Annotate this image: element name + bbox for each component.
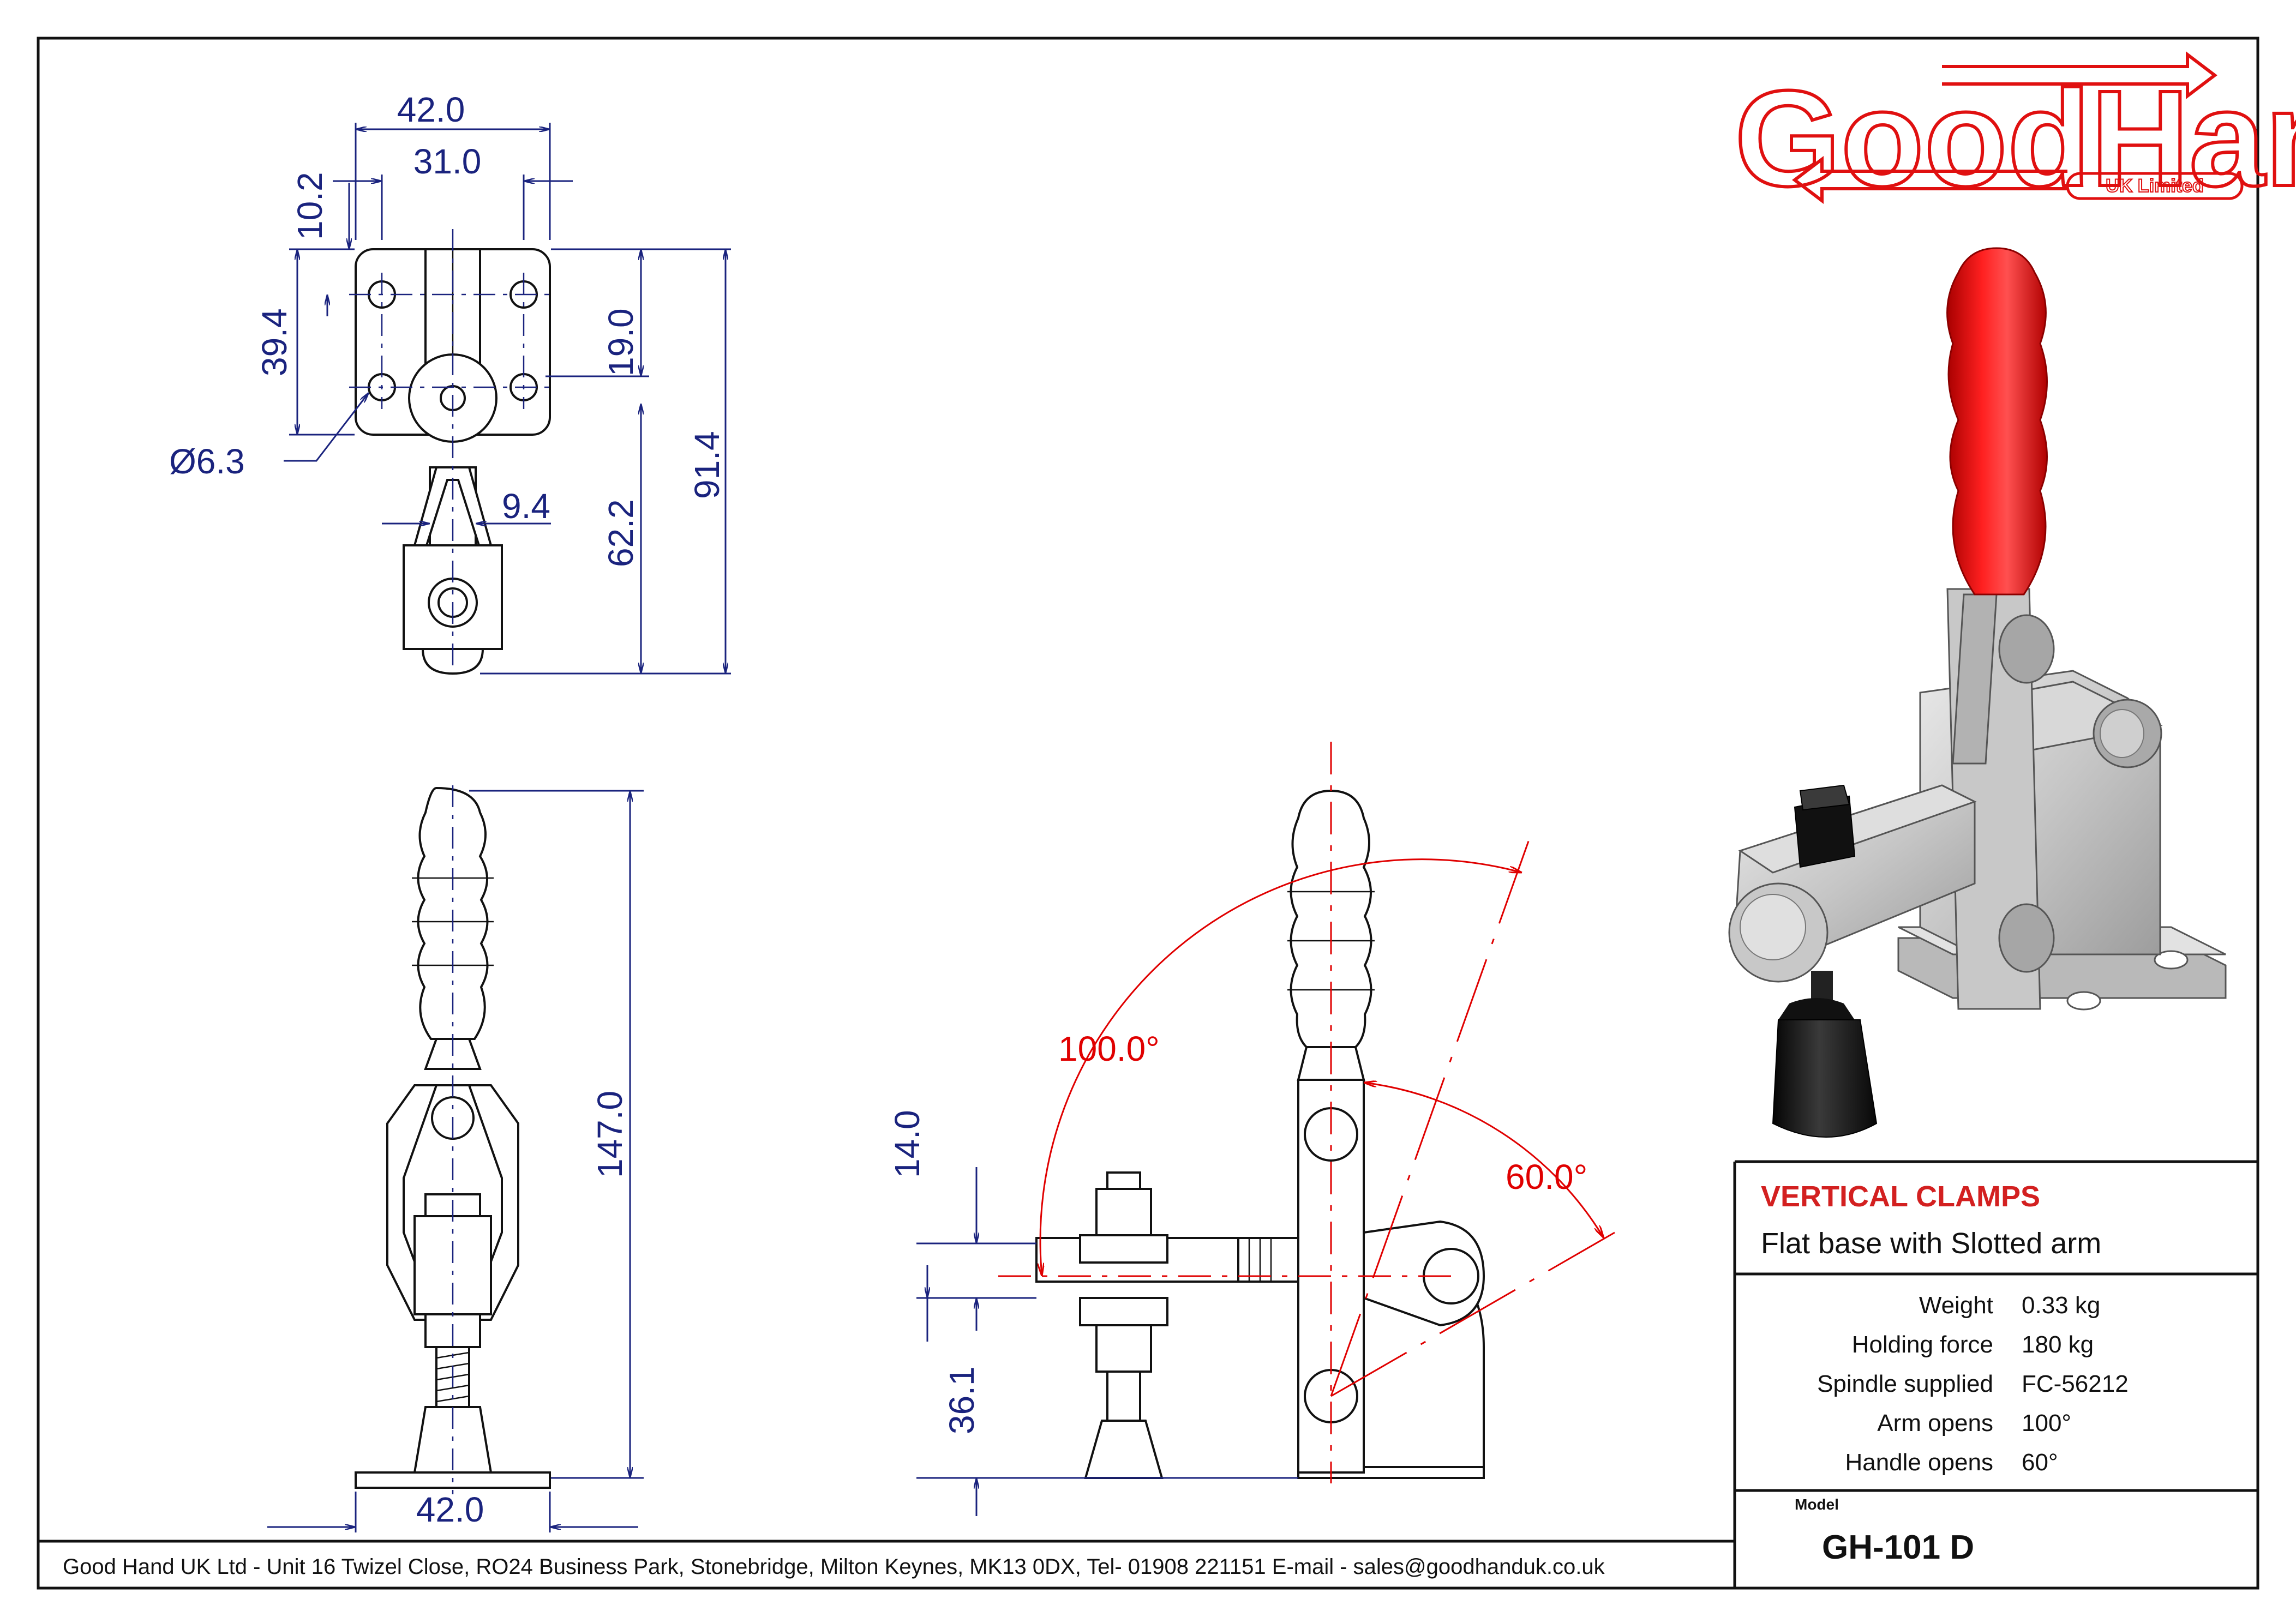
clamp-3d-render (1728, 247, 2227, 1138)
side-view (998, 742, 1615, 1483)
sheet-border (37, 37, 2259, 1590)
dim-top-arm-width: 9.4 (502, 486, 550, 526)
title-block: VERTICAL CLAMPS Flat base with Slotted a… (1733, 1160, 2258, 1588)
dim-top-hole-dia: Ø6.3 (169, 442, 245, 481)
title-block-title: VERTICAL CLAMPS (1761, 1180, 2040, 1213)
dim-handle-angle: 60.0° (1506, 1157, 1587, 1197)
model-label: Model (1795, 1496, 1839, 1513)
spec-value: 60° (2022, 1449, 2058, 1476)
dim-spindle-offset: 14.0 (888, 1110, 927, 1178)
title-block-subtitle: Flat base with Slotted arm (1761, 1227, 2101, 1260)
spec-value: 0.33 kg (2022, 1292, 2100, 1319)
dim-top-hole-pitch: 39.4 (255, 308, 294, 376)
model-value: GH-101 D (1822, 1529, 1974, 1566)
spec-value: FC-56212 (2022, 1370, 2129, 1397)
spec-value: 180 kg (2022, 1331, 2094, 1358)
spec-label: Holding force (1852, 1331, 1993, 1358)
footer-address: Good Hand UK Ltd - Unit 16 Twizel Close,… (63, 1555, 1605, 1579)
dim-arm-angle: 100.0° (1058, 1029, 1160, 1068)
dim-top-arm-reach: 62.2 (601, 499, 640, 567)
dim-top-edge-offset: 10.2 (290, 172, 329, 240)
spec-label: Weight (1919, 1292, 1993, 1319)
dim-spindle-height: 36.1 (942, 1366, 981, 1434)
front-view-dimensions: 147.0 42.0 (267, 790, 644, 1532)
dim-front-height: 147.0 (590, 1091, 630, 1178)
dim-top-to-pivot: 19.0 (601, 308, 640, 376)
spec-table: Weight 0.33 kg Holding force 180 kg Spin… (1817, 1292, 2129, 1476)
dim-top-width-overall: 42.0 (397, 90, 465, 129)
top-view-dimensions: 42.0 31.0 10.2 39.4 Ø6.3 19.0 9.4 62.2 9… (169, 90, 731, 675)
spec-label: Spindle supplied (1817, 1370, 1993, 1397)
logo-tagline: UK Limited (2106, 176, 2203, 196)
spec-value: 100° (2022, 1410, 2071, 1436)
dim-front-base-width: 42.0 (416, 1490, 484, 1529)
dim-top-width-holes: 31.0 (413, 142, 482, 181)
spec-label: Handle opens (1845, 1449, 1993, 1476)
dim-top-overall-length: 91.4 (687, 431, 727, 499)
spec-label: Arm opens (1877, 1410, 1993, 1436)
side-view-dimensions: 100.0° 60.0° 14.0 36.1 (888, 858, 1604, 1516)
top-view (349, 229, 556, 675)
front-view (355, 785, 551, 1494)
